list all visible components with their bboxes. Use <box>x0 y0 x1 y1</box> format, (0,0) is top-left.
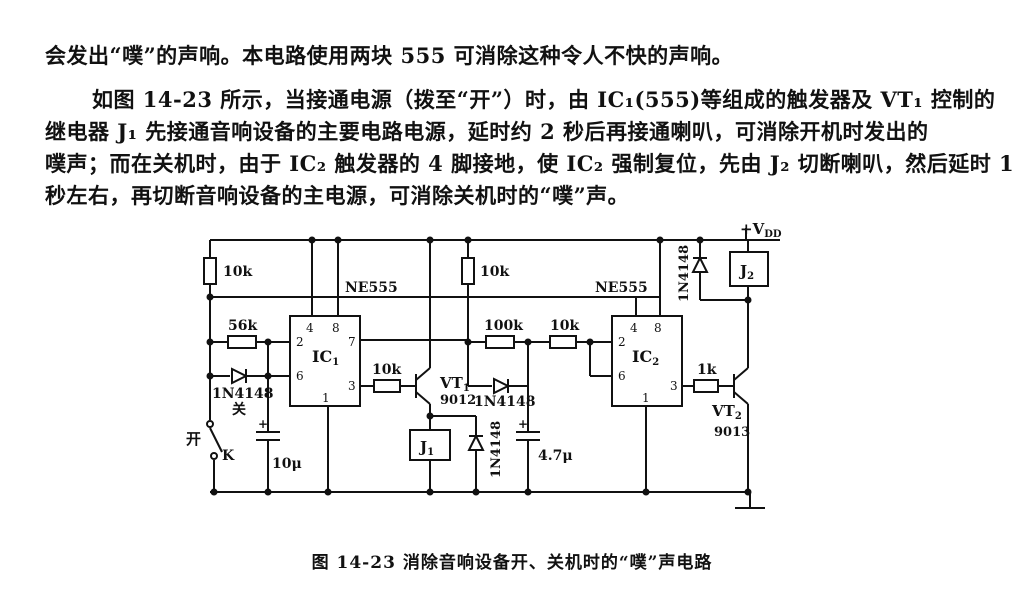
label-ic2: IC2 <box>632 347 659 368</box>
label-j2: J2 <box>738 262 754 282</box>
label-r10k-b: 10k <box>550 318 579 334</box>
c2-plus: + <box>518 417 528 431</box>
diode-1n4148-off <box>231 367 249 385</box>
resistor-10k-left <box>203 257 217 285</box>
ic1-pin7: 7 <box>348 335 356 349</box>
label-on: 开 <box>186 430 201 448</box>
diode-1n4148-j2 <box>691 255 709 273</box>
label-ne555-1: NE555 <box>345 280 398 296</box>
resistor-1k <box>693 379 719 393</box>
label-ic1: IC1 <box>312 347 339 368</box>
ic1-pin3: 3 <box>348 379 356 393</box>
ic1-box <box>289 315 361 407</box>
ic1-pin1: 1 <box>322 391 330 405</box>
resistor-10k-ic2 <box>549 335 577 349</box>
ic2-box <box>611 315 683 407</box>
text-line-3: 继电器 J₁ 先接通音响设备的主要电路电源，延时约 2 秒后再接通喇叭，可消除开… <box>45 119 929 144</box>
text-line-4: 噗声；而在关机时，由于 IC₂ 触发器的 4 脚接地，使 IC₂ 强制复位，先由… <box>45 151 1015 176</box>
ic2-pin3: 3 <box>670 379 678 393</box>
text-line-5: 秒左右，再切断音响设备的主电源，可消除关机时的“噗”声。 <box>45 183 630 208</box>
label-d4: 1N4148 <box>677 245 692 302</box>
label-vt1-type: 9012 <box>440 393 476 408</box>
label-c1: 10μ <box>272 456 302 472</box>
text-line-1: 会发出“噗”的声响。本电路使用两块 555 可消除这种令人不快的声响。 <box>45 43 734 68</box>
label-r2: 10k <box>480 264 509 280</box>
c1-plus: + <box>258 417 268 431</box>
resistor-10k-vt1 <box>373 379 401 393</box>
ic2-pin1: 1 <box>642 391 650 405</box>
ic1-pin2: 2 <box>296 335 304 349</box>
resistor-56k <box>227 335 257 349</box>
label-d2: 1N4148 <box>474 394 536 410</box>
label-j1: J1 <box>418 438 434 458</box>
label-r1: 10k <box>223 264 252 280</box>
resistor-100k <box>485 335 515 349</box>
switch-k <box>209 427 223 453</box>
label-r100k: 100k <box>484 318 523 334</box>
figure-caption: 图 14-23 消除音响设备开、关机时的“噗”声电路 <box>311 553 713 573</box>
label-off: 关 <box>232 401 246 418</box>
label-r10k-c: 10k <box>372 362 401 378</box>
ic1-pin8: 8 <box>332 321 340 335</box>
label-k: K <box>222 448 235 464</box>
label-vt2-type: 9013 <box>714 425 750 440</box>
label-vt1: VT1 <box>439 374 470 394</box>
relay-j1 <box>409 429 451 461</box>
circuit-schematic: +VDD 10k 10k NE555 NE555 56k 100k 10k 10… <box>186 220 782 509</box>
label-vt2: VT2 <box>711 402 742 422</box>
label-r56k: 56k <box>228 318 257 334</box>
resistor-10k-mid <box>461 257 475 285</box>
label-c2: 4.7μ <box>538 448 573 464</box>
vdd-label: +VDD <box>740 220 782 240</box>
ic2-pin4: 4 <box>630 321 638 335</box>
label-ne555-2: NE555 <box>595 280 648 296</box>
ic2-pin8: 8 <box>654 321 662 335</box>
ic1-pin6: 6 <box>296 369 304 383</box>
label-r1k: 1k <box>697 362 717 378</box>
diode-1n4148-j1 <box>467 433 485 451</box>
diode-1n4148-mid <box>493 377 511 395</box>
ic2-pin6: 6 <box>618 369 626 383</box>
text-line-2: 如图 14-23 所示，当接通电源（拨至“开”）时，由 IC₁(555)等组成的… <box>92 87 996 112</box>
ic1-pin4: 4 <box>306 321 314 335</box>
label-d3: 1N4148 <box>489 421 504 478</box>
label-d1: 1N4148 <box>212 386 274 402</box>
ic2-pin2: 2 <box>618 335 626 349</box>
